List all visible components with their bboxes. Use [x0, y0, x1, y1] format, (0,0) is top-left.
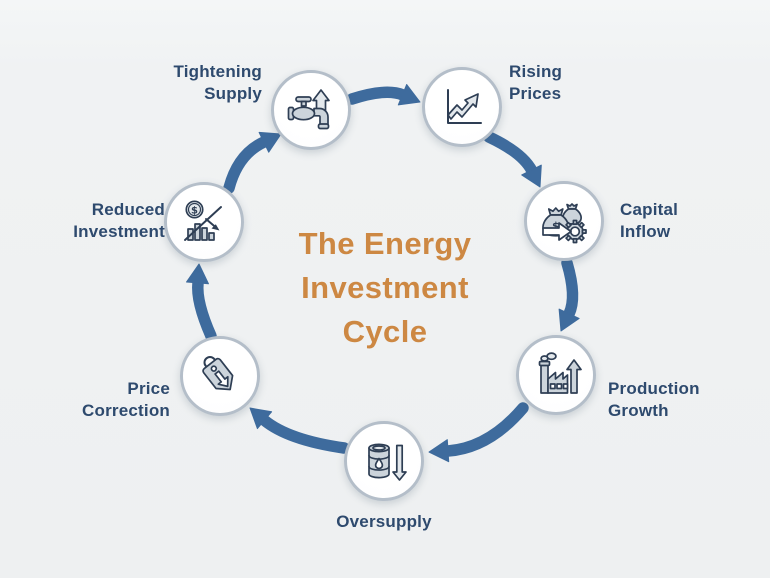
declining-investment-icon: $ — [184, 200, 222, 241]
price-tag-down-icon — [202, 356, 234, 391]
arrow-rising-to-capital — [483, 131, 542, 188]
factory-growth-icon — [538, 352, 582, 394]
money-bags-gear-icon: $ — [542, 203, 587, 244]
node-oversupply — [344, 421, 424, 501]
oil-barrel-down-icon — [368, 443, 407, 481]
svg-text:$: $ — [552, 220, 560, 233]
label-reduced-investment: Reduced Investment — [73, 200, 165, 242]
node-tightening-supply — [271, 70, 351, 150]
rising-chart-icon — [447, 89, 482, 124]
faucet-up-icon — [287, 89, 330, 130]
svg-text:$: $ — [191, 206, 198, 217]
arrow-reduced-to-tightening — [223, 131, 282, 194]
node-price-correction — [180, 336, 260, 416]
label-production-growth: Production Growth — [608, 379, 700, 421]
arrow-tightening-to-rising — [346, 84, 421, 106]
label-price-correction: Price Correction — [82, 379, 170, 421]
node-production-growth — [516, 335, 596, 415]
label-rising-prices: Rising Prices — [509, 62, 563, 104]
arrow-capital-to-production — [558, 257, 580, 332]
node-reduced-investment: $ — [164, 182, 244, 262]
arrow-production-to-oversupply — [428, 402, 529, 463]
label-tightening-supply: Tightening Supply — [173, 62, 262, 104]
node-capital-inflow: $ — [524, 181, 604, 261]
label-oversupply: Oversupply — [336, 512, 432, 531]
node-rising-prices — [422, 67, 502, 147]
label-capital-inflow: Capital Inflow — [620, 200, 679, 242]
arrow-oversupply-to-price — [249, 407, 350, 454]
arrow-price-to-reduced — [186, 263, 217, 342]
diagram-title: The Energy Investment Cycle — [298, 226, 472, 350]
